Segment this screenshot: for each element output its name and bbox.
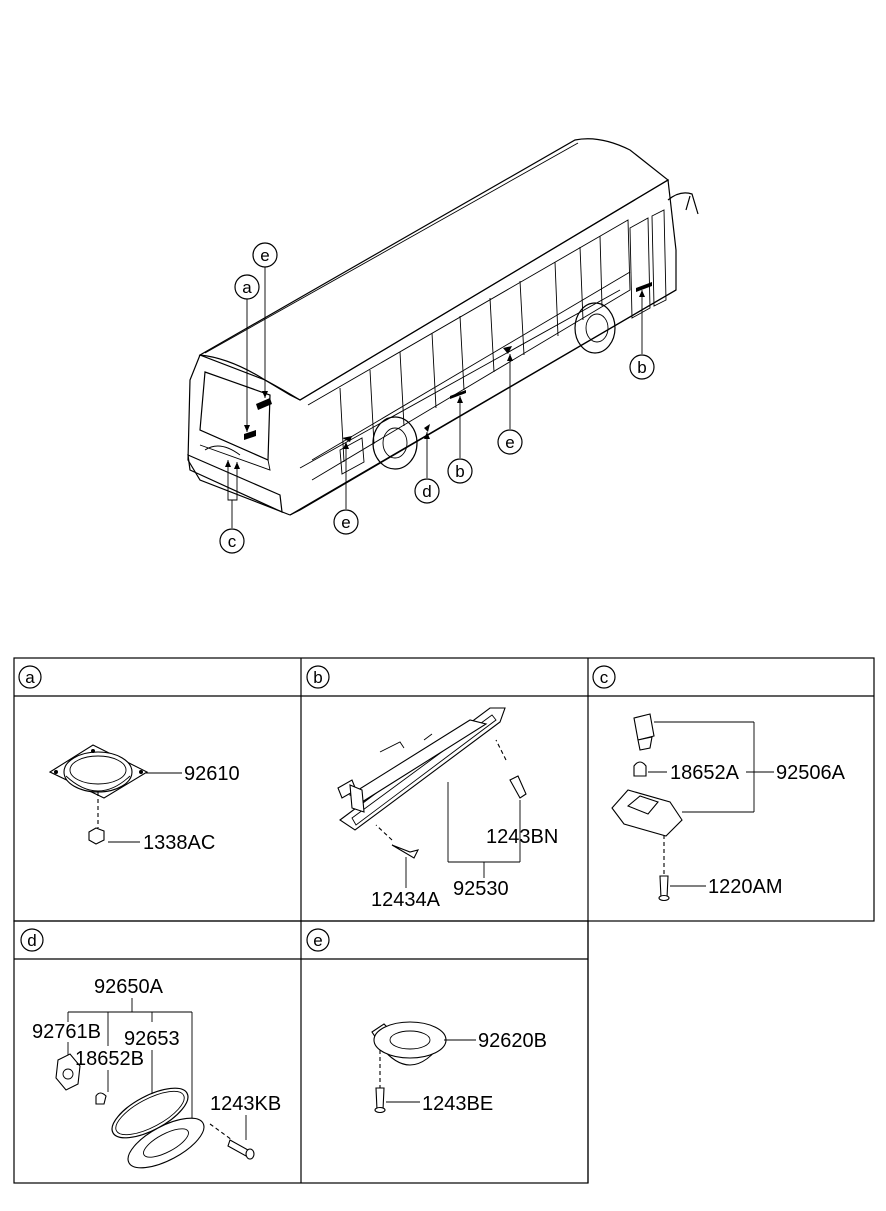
callout-b-rear: b: [629, 354, 655, 380]
part-number: 92620B: [478, 1030, 547, 1052]
panel-b-header: b: [306, 665, 330, 689]
callout-label: a: [242, 278, 252, 297]
panel-d-header: d: [20, 928, 44, 952]
part-number: 12434A: [371, 889, 441, 911]
panel-e-header: e: [306, 928, 330, 952]
part-number: 18652B: [75, 1048, 144, 1070]
callout-c: c: [219, 528, 245, 554]
detail-grid: [13, 657, 875, 1184]
part-number: 92506A: [776, 762, 846, 784]
callout-label: e: [505, 433, 514, 452]
part-number: 1243BN: [486, 826, 558, 848]
callout-e-mid: e: [497, 429, 523, 455]
panel-key: e: [313, 931, 322, 950]
callout-label: b: [455, 462, 464, 481]
callout-label: d: [422, 482, 431, 501]
panel-d-drawing: 92650A 92761B 92653 18652B 1243KB: [32, 976, 281, 1169]
panel-key: a: [25, 668, 35, 687]
panel-a-drawing: 92610 1338AC: [48, 744, 240, 854]
panel-c-header: c: [592, 665, 616, 689]
callout-label: e: [341, 513, 350, 532]
callout-label: e: [260, 246, 269, 265]
callout-a: a: [234, 274, 260, 300]
callout-label: c: [228, 532, 237, 551]
panel-c-drawing: 18652A 92506A 1220AM: [611, 713, 846, 902]
panel-a-header: a: [18, 665, 42, 689]
callout-b-mid: b: [447, 458, 473, 484]
panel-e-drawing: 92620B 1243BE: [371, 1021, 547, 1115]
part-number: 92653: [124, 1028, 180, 1050]
part-number: 1243BE: [422, 1093, 493, 1115]
part-number: 1338AC: [143, 832, 215, 854]
callout-e-top: e: [252, 242, 278, 268]
callout-e-front: e: [333, 509, 359, 535]
part-number: 1220AM: [708, 876, 783, 898]
panel-b-drawing: 1243BN 12434A 92530: [337, 707, 558, 911]
panel-key: b: [313, 668, 322, 687]
part-number: 1243KB: [210, 1093, 281, 1115]
part-number: 92530: [453, 878, 509, 900]
bus-illustration: [187, 138, 699, 528]
callout-d: d: [414, 478, 440, 504]
panel-key: c: [600, 668, 609, 687]
part-number: 92610: [184, 763, 240, 785]
panel-key: d: [27, 931, 36, 950]
part-number: 92761B: [32, 1021, 101, 1043]
part-number: 18652A: [670, 762, 740, 784]
part-number: 92650A: [94, 976, 164, 998]
callout-label: b: [637, 358, 646, 377]
